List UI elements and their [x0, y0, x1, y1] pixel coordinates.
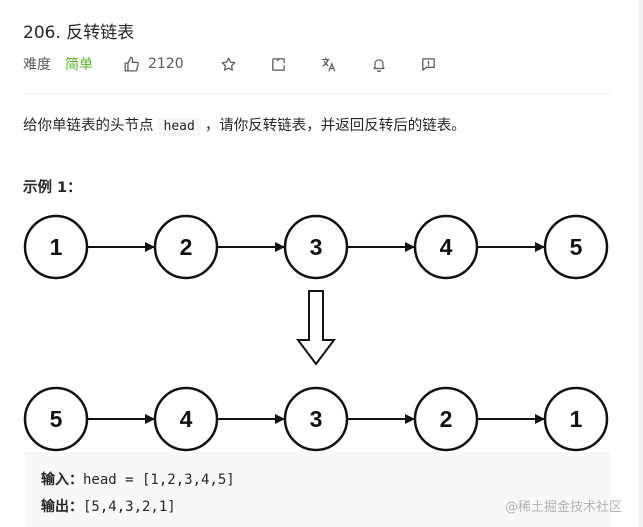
like-button[interactable]: 2120 — [123, 56, 184, 73]
list-node — [283, 386, 349, 452]
list-node — [413, 386, 479, 452]
translate-button[interactable] — [320, 55, 338, 73]
notification-button[interactable] — [370, 55, 388, 73]
list-node-value: 5 — [570, 234, 583, 260]
star-button[interactable] — [220, 55, 238, 73]
share-icon — [272, 57, 285, 71]
list-node — [543, 214, 609, 280]
list-node-value: 3 — [310, 234, 323, 260]
list-node — [153, 214, 219, 280]
list-node-value: 2 — [440, 406, 453, 432]
example-io-block: 输入：head = [1,2,3,4,5] 输出：[5,4,3,2,1] — [25, 452, 610, 527]
list-node — [153, 386, 219, 452]
list-node — [413, 214, 479, 280]
star-icon — [221, 56, 236, 71]
watermark: @稀土掘金技术社区 — [505, 500, 623, 515]
linked-list-diagram: 1 2 3 4 5 5 4 3 2 1 — [23, 214, 609, 452]
list-node — [23, 386, 89, 452]
translate-icon — [321, 57, 335, 71]
list-node — [543, 386, 609, 452]
scrollbar[interactable] — [639, 0, 643, 527]
like-icon — [124, 56, 139, 72]
share-button[interactable] — [270, 55, 288, 73]
list-node — [283, 214, 349, 280]
difficulty-badge: 简单 — [65, 57, 93, 73]
divider — [23, 93, 610, 94]
list-node — [23, 214, 89, 280]
list-node-value: 1 — [50, 234, 63, 260]
example-title: 示例 1： — [23, 180, 82, 196]
list-node-value: 5 — [50, 406, 63, 432]
feedback-icon — [422, 57, 435, 71]
output-line: 输出：[5,4,3,2,1] — [41, 499, 176, 515]
list-node-value: 4 — [440, 234, 453, 260]
problem-meta-bar: 难度 简单 2120 — [23, 54, 438, 74]
original-list: 1 2 3 4 5 — [23, 214, 609, 280]
transform-down-arrow — [296, 290, 336, 366]
input-line: 输入：head = [1,2,3,4,5] — [41, 472, 235, 488]
difficulty-label: 难度 — [23, 57, 51, 73]
inline-code-head: head — [157, 117, 201, 136]
problem-title: 206. 反转链表 — [23, 23, 135, 43]
list-node-value: 4 — [180, 406, 193, 432]
list-node-value: 3 — [310, 406, 323, 432]
like-count: 2120 — [148, 56, 184, 72]
reversed-list: 5 4 3 2 1 — [23, 386, 609, 452]
feedback-button[interactable] — [420, 55, 438, 73]
list-node-value: 1 — [570, 406, 583, 432]
list-node-value: 2 — [180, 234, 193, 260]
bell-icon — [373, 58, 385, 72]
